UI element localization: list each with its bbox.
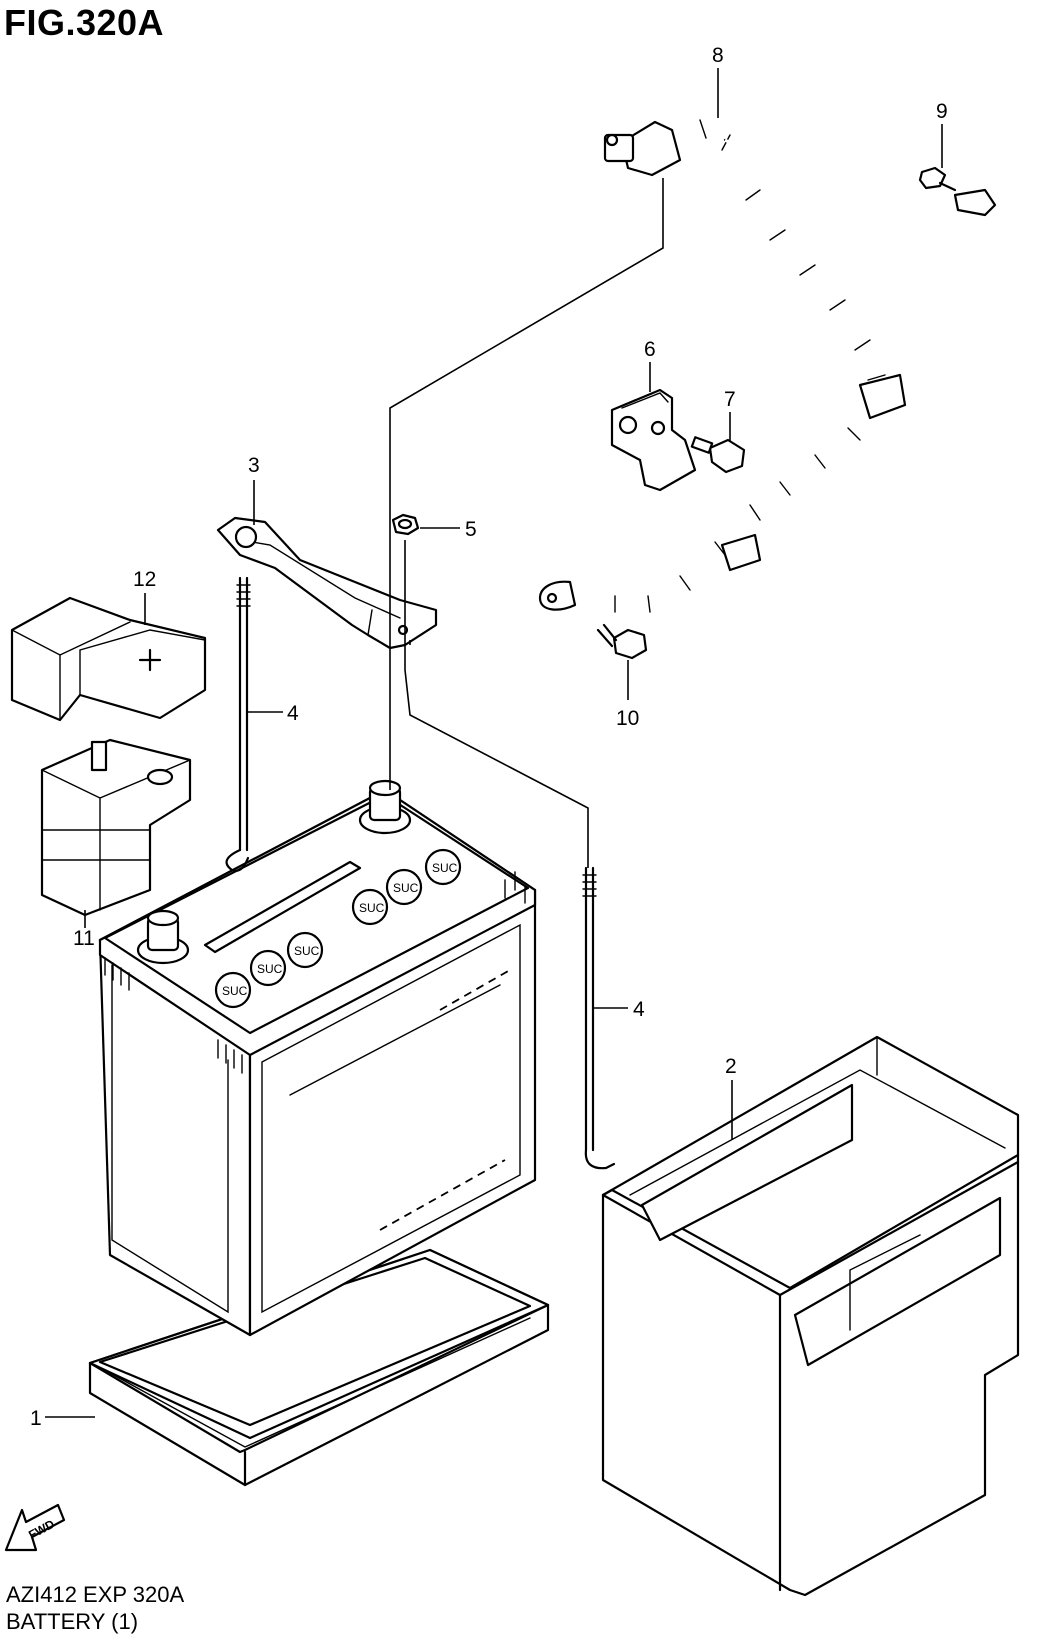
bolt-7 [690, 436, 746, 474]
callout-11: 11 [73, 927, 95, 950]
figure-title: FIG.320A [4, 2, 165, 43]
vent-cap-symbol: SUC [257, 962, 283, 976]
screw-9 [918, 166, 957, 192]
terminal-cover [10, 596, 207, 722]
figure-code: AZI412 EXP 320A [6, 1582, 185, 1607]
battery-tray [88, 1248, 550, 1487]
callouts: 1 2 3 4 4 5 6 7 8 9 10 11 12 [30, 44, 948, 1430]
battery-cable [538, 113, 997, 621]
terminal-block [40, 738, 192, 917]
callout-2: 2 [725, 1055, 737, 1078]
nut [391, 513, 420, 536]
callout-4-left: 4 [287, 702, 299, 725]
vent-cap-symbol: SUC [294, 944, 320, 958]
fwd-arrow: FWD [4, 1503, 66, 1552]
callout-8: 8 [712, 44, 724, 67]
vent-cap-symbol: SUC [393, 881, 419, 895]
vent-cap-symbol: SUC [432, 861, 458, 875]
vent-caps: SUC SUC SUC SUC SUC SUC [214, 848, 462, 1009]
vent-cap-symbol: SUC [359, 901, 385, 915]
callout-3: 3 [248, 454, 260, 477]
assembly-lines [389, 178, 664, 868]
battery-ribs [104, 871, 526, 1074]
callout-1: 1 [30, 1407, 42, 1430]
battery-box [601, 1035, 1020, 1597]
hold-down-rod-right [582, 866, 616, 1170]
battery-terminal-positive [358, 779, 412, 835]
callout-4-right: 4 [633, 998, 645, 1021]
callout-7: 7 [724, 388, 736, 411]
vent-cap-symbol: SUC [222, 984, 248, 998]
callout-12: 12 [133, 568, 156, 591]
callout-leaders [45, 68, 943, 1418]
battery-terminal-negative [136, 909, 190, 965]
callout-9: 9 [936, 100, 948, 123]
hold-down-bracket [216, 516, 438, 650]
callout-5: 5 [465, 518, 477, 541]
callout-6: 6 [644, 338, 656, 361]
hold-down-rod-left [225, 576, 251, 872]
cable-bracket [610, 388, 697, 492]
battery: SUC SUC SUC SUC SUC SUC [98, 779, 537, 1337]
figure-name: BATTERY (1) [6, 1609, 139, 1634]
callout-10: 10 [616, 707, 639, 730]
bolt-10 [596, 623, 648, 660]
